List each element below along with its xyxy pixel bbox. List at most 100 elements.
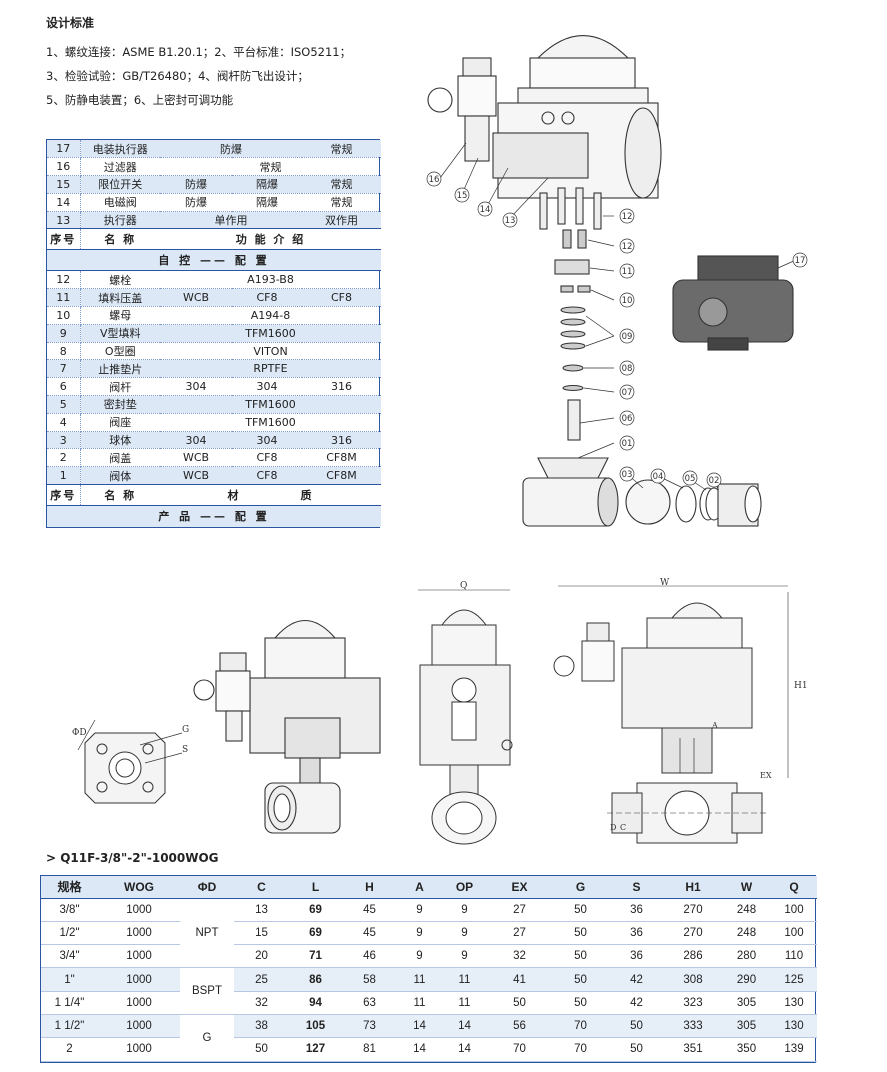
part-label: 17 [795,256,806,266]
part-label: 03 [622,470,633,480]
dim-cell: 333 [664,1014,722,1039]
part-name: O型圈 [80,342,160,361]
dim-cell: 305 [722,1014,771,1039]
column-header: H1 [664,876,722,899]
dim-cell: 50 [234,1037,289,1062]
section-view-drawing: W H1 D C EX A [552,578,822,850]
dim-cell: 14 [442,1037,487,1062]
column-header: L [289,876,342,899]
part-label: 15 [457,191,468,201]
part-name: 限位开关 [80,175,160,194]
dim-cell: 280 [722,944,771,969]
part-number: 4 [47,413,81,432]
part-spec: WCB [160,448,232,468]
column-header: H [342,876,397,899]
design-standard: 设计标准 1、螺纹连接：ASME B1.20.1；2、平台标准：ISO5211；… [46,14,406,112]
dim-cell: 9 [442,898,487,922]
h1-label: H1 [794,681,808,691]
dim-cell: 69 [289,921,342,946]
section-label: 自 控 —— 配 置 [47,249,381,272]
dim-cell: 50 [552,991,609,1015]
col-name: 名 称 [80,228,160,251]
dim-cell: 20 [234,944,289,969]
dim-cell: 42 [609,991,664,1015]
part-spec: CF8 [232,466,302,486]
thread-type-cell: G [180,1014,234,1062]
part-label: 02 [709,476,720,486]
mounting-flange-drawing: ΦD G S [70,715,195,815]
dim-cell: 50 [552,967,609,992]
dim-cell: 308 [664,967,722,992]
part-number: 5 [47,395,81,414]
part-spec: 常规 [302,175,381,194]
column-header: ΦD [180,876,234,899]
dim-cell: 36 [609,921,664,946]
part-spec: 常规 [160,157,381,177]
section-label: 产 品 —— 配 置 [47,505,381,527]
size-cell: 3/4" [41,944,98,969]
part-label: 06 [622,414,633,424]
size-cell: 1 1/4" [41,991,98,1015]
col-name: 名 称 [80,484,160,507]
dim-cell: 50 [552,898,609,922]
dim-cell: 11 [442,991,487,1015]
part-label: 01 [622,439,633,449]
part-name: 阀体 [80,466,160,486]
exploded-view-drawing: 16 15 14 13 12 12 11 10 09 08 07 06 01 0… [418,18,818,538]
standard-title: 设计标准 [46,16,95,30]
size-cell: 2 [41,1037,98,1062]
section-product: 产 品 —— 配 置 [47,505,381,527]
part-number: 3 [47,431,81,450]
part-spec: 316 [302,377,381,397]
dim-cell: 350 [722,1037,771,1062]
column-header: OP [442,876,487,899]
dim-cell: 100 [771,898,817,922]
part-spec: CF8 [302,288,381,308]
w-label: W [660,578,670,588]
dim-cell: 50 [487,991,552,1015]
model-title: > Q11F-3/8"-2"-1000WOG [46,851,219,865]
c-label: C [620,823,626,832]
part-spec: WCB [160,288,232,308]
wog-cell: 1000 [98,898,180,922]
dim-cell: 70 [552,1037,609,1062]
part-name: 球体 [80,431,160,450]
dim-cell: 248 [722,921,771,946]
part-spec: 316 [302,431,381,450]
dim-cell: 36 [609,898,664,922]
dim-cell: 32 [234,991,289,1015]
part-spec: VITON [160,342,381,361]
part-number: 1 [47,466,81,486]
dim-cell: 27 [487,921,552,946]
dim-cell: 9 [442,944,487,969]
size-cell: 1 1/2" [41,1014,98,1039]
dim-cell: 70 [487,1037,552,1062]
dim-cell: 50 [552,944,609,969]
dim-cell: 11 [442,967,487,992]
dim-cell: 351 [664,1037,722,1062]
part-spec: TFM1600 [160,324,381,343]
part-label: 09 [622,332,633,342]
wog-cell: 1000 [98,1014,180,1039]
dim-cell: 100 [771,921,817,946]
thread-type-cell: NPT [180,898,234,969]
part-label: 11 [622,267,633,277]
part-number: 10 [47,306,81,325]
part-label: 07 [622,388,633,398]
column-header: 规格 [41,876,98,899]
part-spec: A194-8 [160,306,381,325]
part-spec: 单作用 [160,211,302,230]
part-spec: 双作用 [302,211,381,230]
dim-cell: 270 [664,898,722,922]
